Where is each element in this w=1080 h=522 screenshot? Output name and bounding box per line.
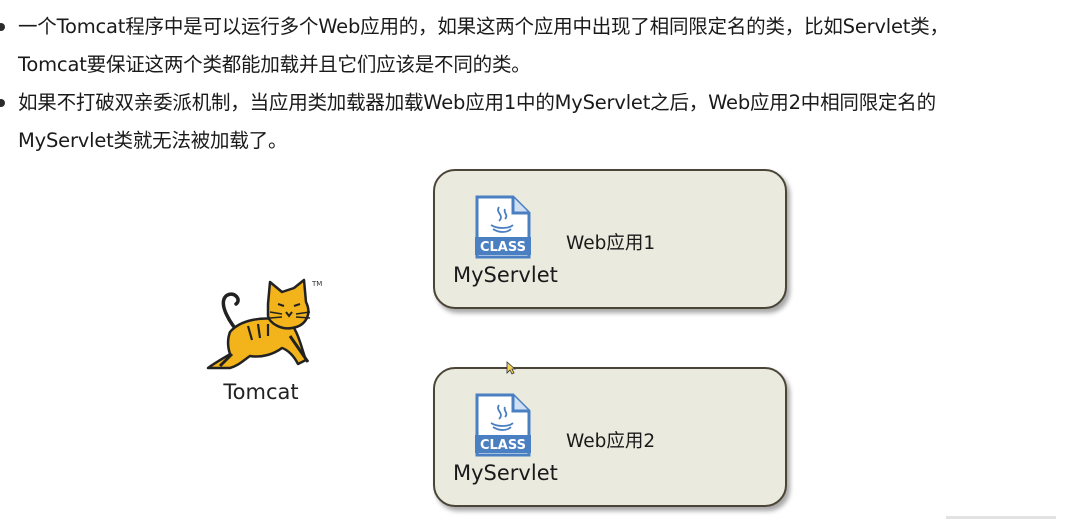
bullet-line: 一个Tomcat程序中是可以运行多个Web应用的，如果这两个应用中出现了相同限定… [18,15,949,38]
bullet-item: 如果不打破双亲委派机制，当应用类加载器加载Web应用1中的MyServlet之后… [0,84,1075,160]
tomcat-server: TM Tomcat [180,272,340,412]
app-name: Web应用1 [566,233,656,254]
tomcat-cat-icon: TM [206,278,322,370]
trademark-mark: TM [311,280,322,288]
bullet-dot [0,99,5,107]
bullet-item: 一个Tomcat程序中是可以运行多个Web应用的，如果这两个应用中出现了相同限定… [0,8,1075,84]
tomcat-label: Tomcat [223,380,299,404]
bullet-line: Tomcat要保证这两个类都能加载并且它们应该是不同的类。 [18,53,531,76]
mouse-cursor-icon [506,361,516,375]
java-class-file-icon: CLASS [475,195,531,259]
bullet-dot [0,23,5,31]
bullet-line: 如果不打破双亲委派机制，当应用类加载器加载Web应用1中的MyServlet之后… [18,91,936,114]
class-icon-text: CLASS [480,438,526,453]
web-app-2-box: CLASS MyServlet Web应用2 [433,367,787,507]
bullet-list: 一个Tomcat程序中是可以运行多个Web应用的，如果这两个应用中出现了相同限定… [0,8,1075,160]
bullet-line: MyServlet类就无法被加载了。 [18,129,288,152]
class-icon-text: CLASS [480,240,526,255]
class-name: MyServlet [453,263,558,287]
app-name: Web应用2 [566,431,656,452]
watermark [926,512,1076,522]
java-class-file-icon: CLASS [475,393,531,457]
watermark-icon [946,516,1056,519]
class-name: MyServlet [453,461,558,485]
web-app-1-box: CLASS MyServlet Web应用1 [433,169,787,309]
